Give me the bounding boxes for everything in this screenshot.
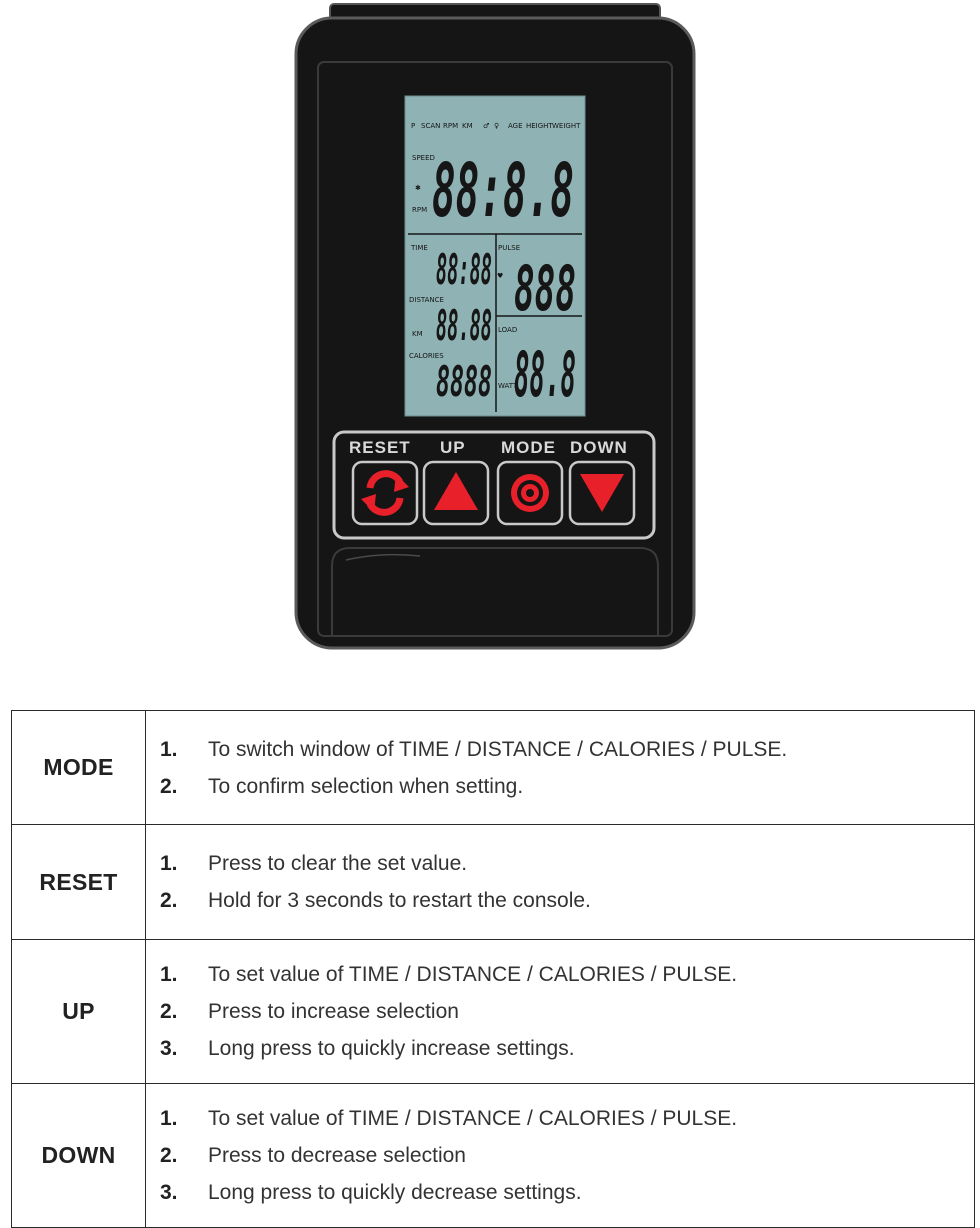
lcd-calories-label: CALORIES (409, 352, 444, 360)
lcd-label: RPM (443, 122, 458, 130)
item-text: To switch window of TIME / DISTANCE / CA… (208, 737, 788, 761)
heart-icon: ♥ (497, 272, 503, 280)
reset-button[interactable] (351, 460, 419, 526)
item-number: 3. (160, 1037, 178, 1060)
console-lower-tray (331, 547, 659, 636)
item-text: Long press to quickly decrease settings. (208, 1181, 582, 1204)
lcd-screen (404, 95, 586, 417)
console-bezel (317, 61, 673, 637)
console-illustration: P SCAN RPM KM ♂ ♀ AGE HEIGHT WEIGHT SPEE… (294, 3, 696, 650)
lcd-main-digits: 88:8.8 (432, 148, 574, 234)
item-number: 2. (160, 774, 178, 798)
row-description: 1. To switch window of TIME / DISTANCE / … (145, 710, 975, 825)
list-item: 3. Long press to quickly decrease setting… (160, 1174, 964, 1211)
row-key: DOWN (11, 1083, 146, 1228)
row-key: MODE (11, 710, 146, 825)
table-row: RESET 1. Press to clear the set value. 2.… (11, 824, 975, 940)
lcd-top-labels: P SCAN RPM KM ♂ ♀ AGE HEIGHT WEIGHT (411, 122, 581, 130)
lcd-label: KM (462, 122, 473, 130)
list-item: 1. To switch window of TIME / DISTANCE / … (160, 731, 964, 768)
lcd-figure-icon: ♂ (483, 122, 489, 130)
table-row: DOWN 1. To set value of TIME / DISTANCE /… (11, 1083, 975, 1228)
list-item: 1. To set value of TIME / DISTANCE / CALO… (160, 956, 964, 993)
lcd-figure-icon: ♀ (494, 122, 499, 130)
lcd-rpm-label: RPM (412, 206, 427, 214)
item-number: 3. (160, 1181, 178, 1204)
lcd-label: WEIGHT (552, 122, 581, 130)
up-arrow-icon (434, 472, 478, 510)
lcd-speed-label: SPEED (412, 154, 435, 162)
item-text: Press to decrease selection (208, 1144, 466, 1167)
list-item: 1. Press to clear the set value. (160, 845, 964, 882)
lcd-time-value: 88:88 (436, 245, 492, 294)
list-item: 1. To set value of TIME / DISTANCE / CALO… (160, 1100, 964, 1137)
table-row: UP 1. To set value of TIME / DISTANCE / C… (11, 939, 975, 1084)
item-text: To set value of TIME / DISTANCE / CALORI… (208, 963, 738, 986)
button-panel (332, 430, 656, 540)
mode-button[interactable] (496, 460, 564, 526)
row-description: 1. To set value of TIME / DISTANCE / CALO… (145, 1083, 975, 1228)
list-item: 2. Press to increase selection (160, 993, 964, 1030)
list-item: 3. Long press to quickly increase setting… (160, 1030, 964, 1067)
item-number: 2. (160, 1000, 178, 1023)
bluetooth-icon: ✱ (415, 184, 421, 192)
list-item: 2. Hold for 3 seconds to restart the cons… (160, 882, 964, 919)
console-drawing: P SCAN RPM KM ♂ ♀ AGE HEIGHT WEIGHT SPEE… (294, 3, 696, 650)
item-text: To set value of TIME / DISTANCE / CALORI… (208, 1107, 738, 1130)
item-number: 2. (160, 1144, 178, 1167)
up-button[interactable] (422, 460, 490, 526)
lcd-watt-value: 88.8 (514, 338, 576, 411)
item-number: 2. (160, 889, 178, 912)
list-item: 2. Press to decrease selection (160, 1137, 964, 1174)
item-number: 1. (160, 852, 178, 875)
mode-icon (511, 474, 549, 512)
lcd-distance-unit: KM (412, 330, 423, 338)
mode-label: MODE (501, 438, 556, 457)
item-text: Press to increase selection (208, 1000, 459, 1023)
item-number: 1. (160, 963, 178, 986)
lcd-watt-unit: WATT (498, 382, 518, 390)
down-button[interactable] (568, 460, 636, 526)
item-text: To confirm selection when setting. (208, 774, 524, 798)
lcd-label: AGE (508, 122, 523, 130)
item-text: Press to clear the set value. (208, 852, 468, 875)
list-item: 2. To confirm selection when setting. (160, 768, 964, 805)
item-text: Hold for 3 seconds to restart the consol… (208, 889, 591, 912)
row-key: RESET (11, 824, 146, 940)
lcd-calories-value: 8888 (436, 357, 492, 406)
lcd-label: P (411, 122, 415, 130)
item-number: 1. (160, 737, 178, 761)
reset-icon (361, 470, 409, 516)
lcd-time-label: TIME (410, 244, 428, 252)
lcd-pulse-label: PULSE (498, 244, 520, 252)
table-row: MODE 1. To switch window of TIME / DISTAN… (11, 710, 975, 825)
button-function-table: MODE 1. To switch window of TIME / DISTAN… (11, 710, 975, 1228)
item-text: Long press to quickly increase settings. (208, 1037, 575, 1060)
row-key: UP (11, 939, 146, 1084)
up-label: UP (440, 438, 466, 457)
item-number: 1. (160, 1107, 178, 1130)
lcd-label: SCAN (421, 122, 440, 130)
reset-label: RESET (349, 438, 411, 457)
lcd-distance-label: DISTANCE (409, 296, 444, 304)
lcd-distance-value: 88.88 (436, 301, 492, 350)
down-label: DOWN (570, 438, 628, 457)
lcd-load-label: LOAD (498, 326, 517, 334)
lcd-pulse-value: 888 (514, 252, 576, 325)
row-description: 1. Press to clear the set value. 2. Hold f… (145, 824, 975, 940)
console-tray-line (345, 553, 421, 561)
row-description: 1. To set value of TIME / DISTANCE / CALO… (145, 939, 975, 1084)
lcd-label: HEIGHT (526, 122, 553, 130)
down-arrow-icon (580, 474, 624, 512)
